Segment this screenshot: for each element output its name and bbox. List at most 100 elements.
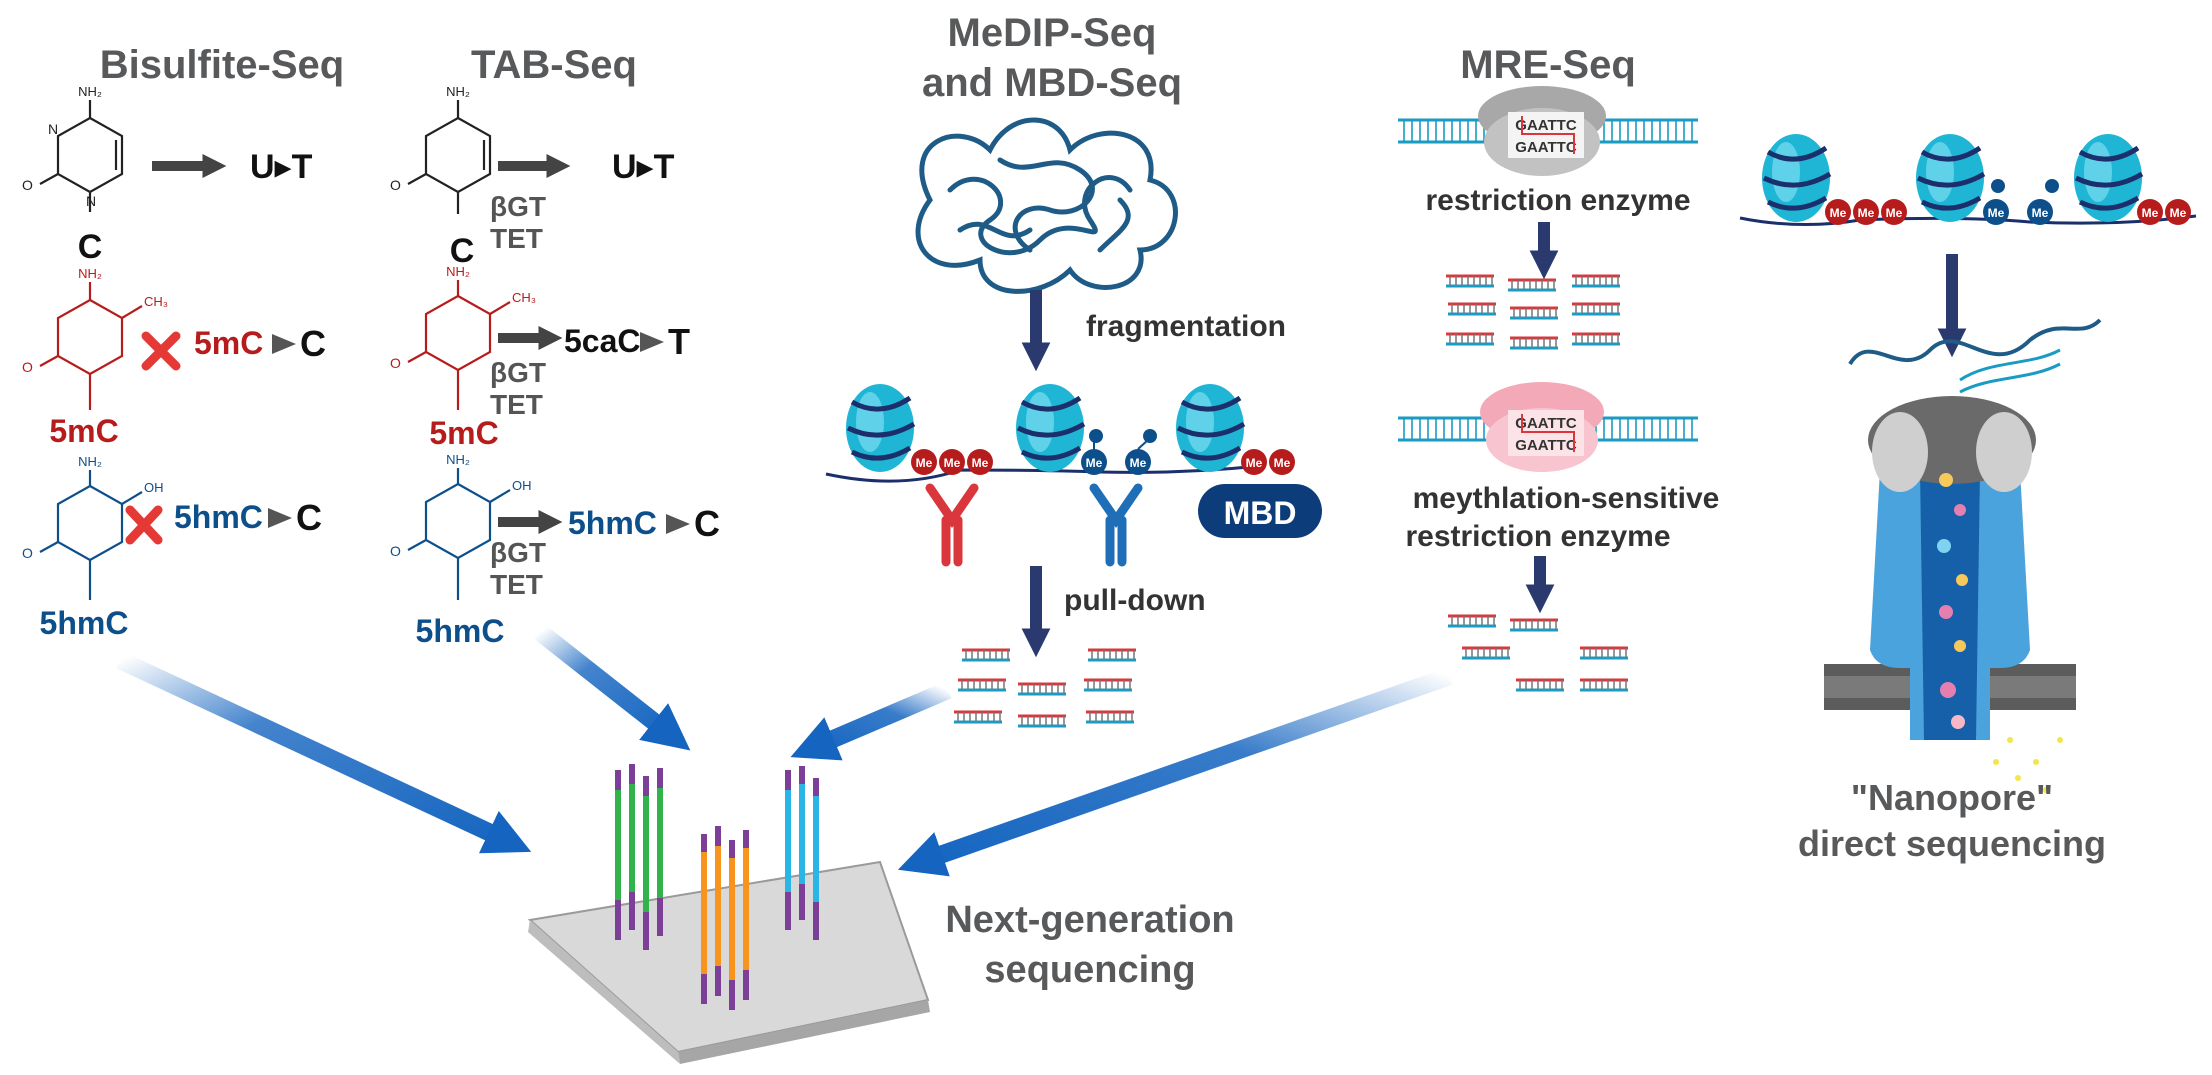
mre-site-top-2: GAATTC bbox=[1515, 415, 1577, 432]
medip-chromatin: Me Me Me Me Me Me Me MBD bbox=[825, 384, 1322, 567]
bisulfite-seq-title: Bisulfite-Seq bbox=[100, 43, 344, 87]
bisulfite-5hmc-label: 5hmC bbox=[40, 605, 129, 641]
me-label: Me bbox=[972, 456, 989, 470]
bisulfite-5mc: NH₂ CH₃ O 5mC 5mC C bbox=[22, 266, 326, 449]
me-label: Me bbox=[1858, 206, 1875, 220]
antibody-icon bbox=[925, 483, 979, 567]
tab-5mc-pointer bbox=[640, 332, 664, 352]
tab-c-enzyme1: βGT bbox=[490, 191, 546, 222]
cytosine-structure-icon bbox=[407, 100, 492, 214]
cross-icon bbox=[141, 331, 181, 371]
methylcytosine-structure-icon bbox=[39, 282, 143, 410]
me-label: Me bbox=[944, 456, 961, 470]
tab-5hmc: NH₂ OH O 5hmC βGT TET 5hmC C bbox=[390, 452, 720, 649]
me-label: Me bbox=[1988, 206, 2005, 220]
bisulfite-5hmc-to: C bbox=[296, 497, 322, 538]
medip-seq-title: MeDIP-Seq bbox=[948, 11, 1157, 55]
ngs-label-2: sequencing bbox=[984, 949, 1195, 991]
bisulfite-5mc-label: 5mC bbox=[49, 413, 118, 449]
methyl-group-icon bbox=[1241, 449, 1295, 475]
tab-5mc: NH₂ CH₃ O 5mC βGT TET 5caC T bbox=[390, 264, 690, 451]
bisulfite-5hmc: NH₂ OH O 5hmC 5hmC C bbox=[22, 454, 322, 641]
tab-5hmc-nh2: NH₂ bbox=[446, 452, 470, 467]
nanopore-label-2: direct sequencing bbox=[1798, 823, 2106, 864]
meth-sensitive-label-2: restriction enzyme bbox=[1405, 520, 1670, 553]
me-label: Me bbox=[1830, 206, 1847, 220]
tab-5hmc-from: 5hmC bbox=[568, 505, 657, 541]
bisulfite-c-o: O bbox=[22, 177, 33, 193]
tab-5hmc-o: O bbox=[390, 543, 401, 559]
ngs-label-1: Next-generation bbox=[945, 899, 1234, 941]
bisulfite-to-ngs-arrow bbox=[116, 651, 532, 854]
fragmentation-label: fragmentation bbox=[1086, 310, 1286, 343]
cross-icon bbox=[125, 505, 163, 545]
tab-5mc-nh2: NH₂ bbox=[446, 264, 470, 279]
cytosine-structure-icon bbox=[39, 100, 124, 212]
tab-5mc-enzyme1: βGT bbox=[490, 357, 546, 388]
hydroxymethyl-group-icon bbox=[1081, 429, 1157, 475]
bisulfite-5mc-pointer bbox=[272, 334, 296, 354]
mre-site-bottom-2: GAATTC bbox=[1515, 437, 1577, 454]
bisulfite-5mc-o: O bbox=[22, 359, 33, 375]
bisulfite-5mc-from: 5mC bbox=[194, 325, 263, 361]
tab-5hmc-label: 5hmC bbox=[416, 613, 505, 649]
bisulfite-5hmc-oh: OH bbox=[144, 480, 164, 495]
me-label: Me bbox=[1246, 456, 1263, 470]
me-label: Me bbox=[2142, 206, 2159, 220]
medip-fragments bbox=[952, 648, 1138, 728]
tab-5hmc-to: C bbox=[694, 503, 720, 544]
mbd-protein bbox=[1198, 484, 1322, 538]
tab-5mc-o: O bbox=[390, 355, 401, 371]
tab-c-o: O bbox=[390, 177, 401, 193]
restriction-enzyme-label: restriction enzyme bbox=[1425, 184, 1690, 217]
methyl-group-icon bbox=[911, 449, 993, 475]
mre-seq-title: MRE-Seq bbox=[1460, 43, 1636, 87]
tab-5mc-label: 5mC bbox=[429, 415, 498, 451]
me-label: Me bbox=[2170, 206, 2187, 220]
mre-fragments-2 bbox=[1446, 614, 1630, 692]
bisulfite-5mc-to: C bbox=[300, 323, 326, 364]
mre-site-bottom: GAATTC bbox=[1515, 139, 1577, 156]
tab-5hmc-oh: OH bbox=[512, 478, 532, 493]
tab-5hmc-enzyme2: TET bbox=[490, 569, 543, 600]
hydroxymethylcytosine-structure-icon bbox=[39, 470, 143, 600]
me-label: Me bbox=[1274, 456, 1291, 470]
tab-5hmc-pointer bbox=[666, 514, 690, 534]
bisulfite-c-nh2: NH₂ bbox=[78, 84, 102, 99]
medip-to-ngs-arrow bbox=[790, 681, 952, 761]
bisulfite-5hmc-pointer bbox=[268, 508, 292, 528]
bisulfite-5mc-nh2: NH₂ bbox=[78, 266, 102, 281]
antibody-icon bbox=[1089, 483, 1143, 567]
tab-seq-title: TAB-Seq bbox=[471, 43, 637, 87]
mbd-seq-title: and MBD-Seq bbox=[922, 61, 1182, 105]
methylcytosine-structure-icon bbox=[407, 280, 511, 410]
pull-down-label: pull-down bbox=[1064, 584, 1206, 617]
me-label: Me bbox=[2032, 206, 2049, 220]
tab-5mc-to: T bbox=[668, 321, 690, 362]
nanopore-label-1: "Nanopore" bbox=[1851, 777, 2053, 818]
restriction-enzyme-1: GAATTC GAATTC bbox=[1396, 86, 1700, 176]
me-label: Me bbox=[1886, 206, 1903, 220]
meth-sensitive-label-1: meythlation-sensitive bbox=[1413, 482, 1720, 515]
bisulfite-5hmc-from: 5hmC bbox=[174, 499, 263, 535]
dna-strand bbox=[825, 464, 1261, 483]
tab-c-nh2: NH₂ bbox=[446, 84, 470, 99]
hydroxymethylcytosine-structure-icon bbox=[407, 468, 511, 600]
bisulfite-5hmc-o: O bbox=[22, 545, 33, 561]
dna-coil-icon bbox=[915, 117, 1178, 294]
mbd-label: MBD bbox=[1224, 495, 1297, 531]
bisulfite-cytosine: NH₂ N N O C U▸T bbox=[22, 84, 313, 266]
tab-c-label: C bbox=[450, 232, 475, 270]
bisulfite-c-n1: N bbox=[86, 193, 96, 209]
tab-5mc-from: 5caC bbox=[564, 323, 641, 359]
bisulfite-5hmc-nh2: NH₂ bbox=[78, 454, 102, 469]
nanopore-chromatin: Me Me Me Me Me Me Me bbox=[1739, 134, 2197, 227]
mre-to-ngs-arrow bbox=[897, 667, 1453, 877]
bisulfite-c-n3: N bbox=[48, 121, 58, 137]
me-label: Me bbox=[1086, 456, 1103, 470]
tab-5hmc-enzyme1: βGT bbox=[490, 537, 546, 568]
sequencing-reads bbox=[615, 764, 819, 1010]
restriction-enzyme-2: GAATTC GAATTC bbox=[1396, 382, 1700, 472]
tab-5mc-enzyme2: TET bbox=[490, 389, 543, 420]
